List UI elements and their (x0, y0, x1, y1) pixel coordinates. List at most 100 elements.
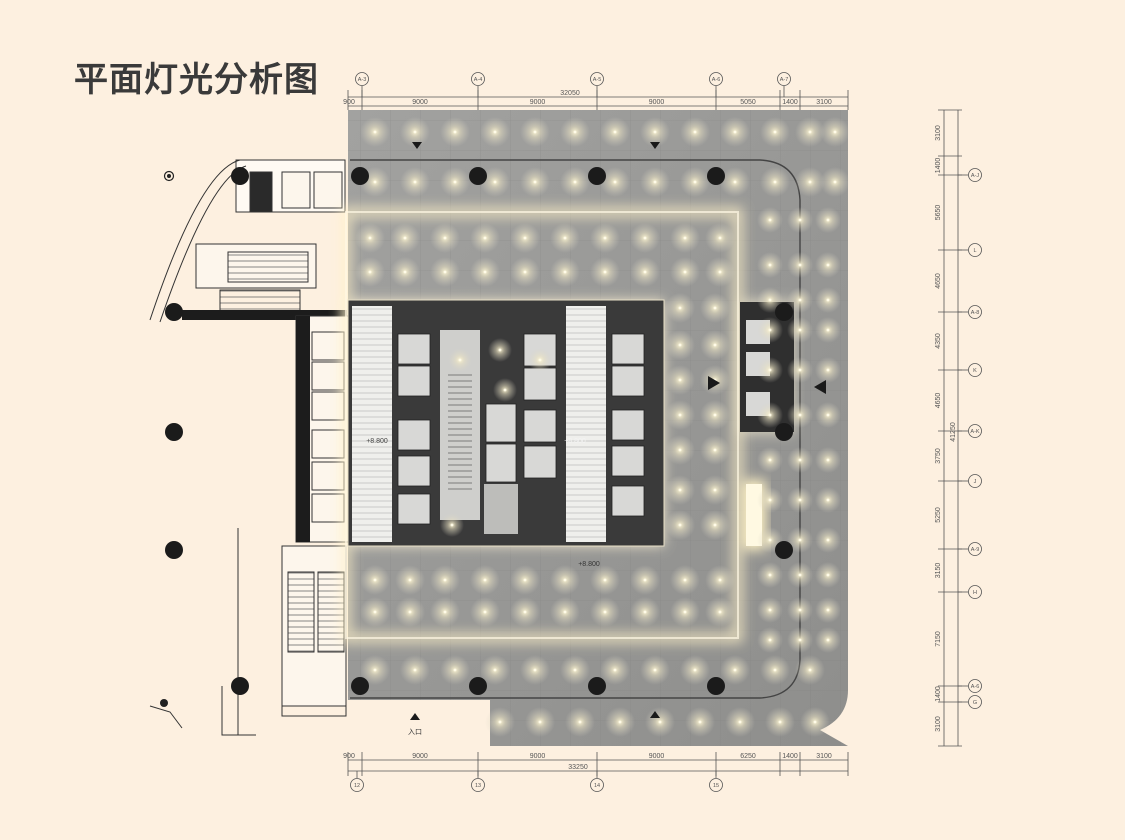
downlight-icon (403, 236, 407, 240)
bottom-dimension-label: 9000 (530, 753, 546, 760)
downlight-icon (618, 720, 622, 724)
downlight-icon (373, 668, 377, 672)
top-axis-bubble-label: A-3 (358, 77, 367, 83)
bottom-axis-bubble (590, 778, 604, 792)
top-dimension-label: 1400 (782, 99, 798, 106)
downlight-icon (413, 130, 417, 134)
column-icon (775, 303, 793, 321)
right-axis-bubble-label: H (973, 590, 977, 596)
west-annex (149, 159, 349, 736)
downlight-icon (733, 180, 737, 184)
downlight-icon (768, 538, 772, 542)
downlight-icon (483, 270, 487, 274)
bottom-dimension-label: 1400 (782, 753, 798, 760)
downlight-icon (798, 538, 802, 542)
downlight-icon (833, 130, 837, 134)
right-dimension-label: 5650 (935, 205, 942, 221)
downlight-icon (713, 488, 717, 492)
downlight-icon (798, 458, 802, 462)
top-axis-bubble (590, 72, 604, 86)
level-mark-3: +8.800 (578, 561, 600, 568)
top-dimension-label: 5050 (740, 99, 756, 106)
downlight-icon (458, 358, 462, 362)
right-total-label: 41250 (950, 422, 957, 442)
arrow-south-icon-2 (650, 711, 660, 718)
downlight-icon (798, 638, 802, 642)
downlight-icon (826, 638, 830, 642)
top-dimension-label: 9000 (530, 99, 546, 106)
top-dimension-label: 9000 (412, 99, 428, 106)
downlight-icon (698, 720, 702, 724)
downlight-icon (718, 578, 722, 582)
downlight-icon (798, 608, 802, 612)
downlight-icon (563, 610, 567, 614)
downlight-icon (643, 236, 647, 240)
right-axis-bubble-label: K (973, 368, 977, 374)
column-icon (469, 677, 487, 695)
downlight-icon (826, 298, 830, 302)
downlight-icon (826, 328, 830, 332)
top-total-label: 32050 (560, 90, 580, 97)
downlight-icon (826, 218, 830, 222)
downlight-icon (798, 328, 802, 332)
right-axis-bubble (968, 424, 982, 438)
downlight-icon (798, 218, 802, 222)
right-axis-bubble (968, 363, 982, 377)
right-axis-bubble (968, 542, 982, 556)
downlight-icon (453, 130, 457, 134)
bottom-dimension-label: 3100 (816, 753, 832, 760)
downlight-icon (523, 610, 527, 614)
right-axis-bubble (968, 679, 982, 693)
downlight-icon (403, 270, 407, 274)
level-mark: +8.800 (564, 438, 586, 445)
downlight-icon (653, 130, 657, 134)
column-icon (707, 677, 725, 695)
downlight-icon (768, 368, 772, 372)
downlight-icon (826, 263, 830, 267)
downlight-icon (768, 218, 772, 222)
downlight-icon (798, 498, 802, 502)
downlight-icon (683, 270, 687, 274)
downlight-icon (373, 578, 377, 582)
column-icon (231, 167, 249, 185)
downlight-icon (613, 180, 617, 184)
right-axis-bubble (968, 305, 982, 319)
downlight-icon (733, 668, 737, 672)
downlight-icon (768, 263, 772, 267)
downlight-icon (658, 720, 662, 724)
downlight-icon (826, 573, 830, 577)
downlight-icon (450, 523, 454, 527)
top-dimension-label: 3100 (816, 99, 832, 106)
right-axis-bubble (968, 585, 982, 599)
downlight-icon (826, 498, 830, 502)
structural-columns (165, 167, 793, 695)
entrance-arrows (410, 142, 826, 720)
page-title: 平面灯光分析图 (74, 60, 319, 100)
top-dimension-label: 900 (343, 99, 355, 106)
downlight-icon (693, 180, 697, 184)
downlight-icon (798, 368, 802, 372)
column-icon (165, 423, 183, 441)
top-axis-bubble-label: A-4 (474, 77, 483, 83)
downlight-icon (833, 180, 837, 184)
downlight-icon (408, 610, 412, 614)
downlight-icon (538, 720, 542, 724)
downlight-icon (826, 538, 830, 542)
right-axis-bubble-label: L (973, 248, 976, 254)
downlight-icon (443, 236, 447, 240)
downlight-icon (373, 610, 377, 614)
top-axis-bubble-label: A-6 (712, 77, 721, 83)
downlight-icon (613, 668, 617, 672)
core-lifts-west (397, 333, 431, 525)
right-dimension-label: 1400 (935, 686, 942, 702)
right-dimension-label: 3100 (935, 716, 942, 732)
right-dimension-label: 4350 (935, 333, 942, 349)
downlight-icon (523, 578, 527, 582)
bottom-axis-bubble-label: 13 (475, 783, 481, 789)
downlight-icon (498, 720, 502, 724)
downlight-icon (713, 343, 717, 347)
column-icon (707, 167, 725, 185)
top-axis-bubble (777, 72, 791, 86)
right-axis-bubble-label: A-J (971, 173, 980, 179)
downlight-icon (733, 130, 737, 134)
